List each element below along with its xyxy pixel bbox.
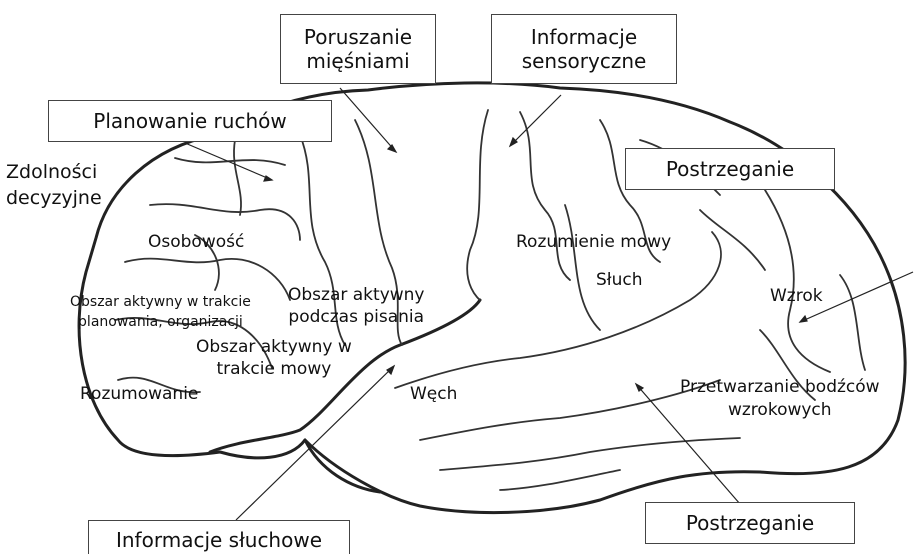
informacje-sensoryczne-line-1: Informacje — [531, 25, 637, 49]
label-box-poruszanie-miesniami: Poruszanie mięśniami — [280, 14, 436, 84]
label-sluch: Słuch — [596, 270, 643, 291]
sluch-text: Słuch — [596, 270, 643, 290]
label-obszar-planowania: Obszar aktywny w trakcie planowania, org… — [70, 292, 251, 333]
poruszanie-line-2: mięśniami — [306, 49, 409, 73]
zdolnosci-line-1: Zdolności — [6, 160, 102, 186]
label-zdolnosci-decyzyjne: Zdolności decyzyjne — [6, 160, 102, 211]
informacje-sluchowe-text: Informacje słuchowe — [116, 528, 322, 552]
label-box-informacje-sluchowe: Informacje słuchowe — [88, 520, 350, 554]
label-wech: Węch — [410, 384, 457, 405]
label-box-planowanie-ruchow: Planowanie ruchów — [48, 100, 332, 142]
osobowosc-text: Osobowość — [148, 232, 244, 252]
postrzeganie-bottom-text: Postrzeganie — [686, 511, 814, 535]
label-box-informacje-sensoryczne: Informacje sensoryczne — [491, 14, 677, 84]
rozumienie-mowy-text: Rozumienie mowy — [516, 232, 671, 252]
label-osobowosc: Osobowość — [148, 232, 244, 253]
label-obszar-pisania: Obszar aktywny podczas pisania — [288, 284, 425, 328]
poruszanie-line-1: Poruszanie — [304, 25, 412, 49]
informacje-sensoryczne-line-2: sensoryczne — [522, 49, 647, 73]
label-przetwarzanie-bodzcow: Przetwarzanie bodźców wzrokowych — [680, 376, 880, 422]
planowanie-ruchow-text: Planowanie ruchów — [93, 109, 286, 133]
obszar-planowania-line-1: Obszar aktywny w trakcie — [70, 292, 251, 312]
obszar-mowy-line-2: trakcie mowy — [196, 358, 352, 380]
przetwarzanie-line-1: Przetwarzanie bodźców — [680, 376, 880, 399]
przetwarzanie-line-2: wzrokowych — [680, 399, 880, 422]
label-rozumowanie: Rozumowanie — [80, 384, 198, 405]
obszar-pisania-line-2: podczas pisania — [288, 306, 425, 328]
rozumowanie-text: Rozumowanie — [80, 384, 198, 404]
wech-text: Węch — [410, 384, 457, 404]
obszar-pisania-line-1: Obszar aktywny — [288, 284, 425, 306]
label-wzrok: Wzrok — [770, 286, 823, 307]
postcentral-sulcus — [467, 110, 488, 300]
wzrok-text: Wzrok — [770, 286, 823, 306]
label-box-postrzeganie-bottom: Postrzeganie — [645, 502, 855, 544]
zdolnosci-line-2: decyzyjne — [6, 186, 102, 212]
label-box-postrzeganie-top: Postrzeganie — [625, 148, 835, 190]
obszar-planowania-line-2: planowania, organizacji — [70, 312, 251, 332]
postrzeganie-top-text: Postrzeganie — [666, 157, 794, 181]
obszar-mowy-line-1: Obszar aktywny w — [196, 336, 352, 358]
label-obszar-mowy: Obszar aktywny w trakcie mowy — [196, 336, 352, 380]
label-rozumienie-mowy: Rozumienie mowy — [516, 232, 671, 253]
